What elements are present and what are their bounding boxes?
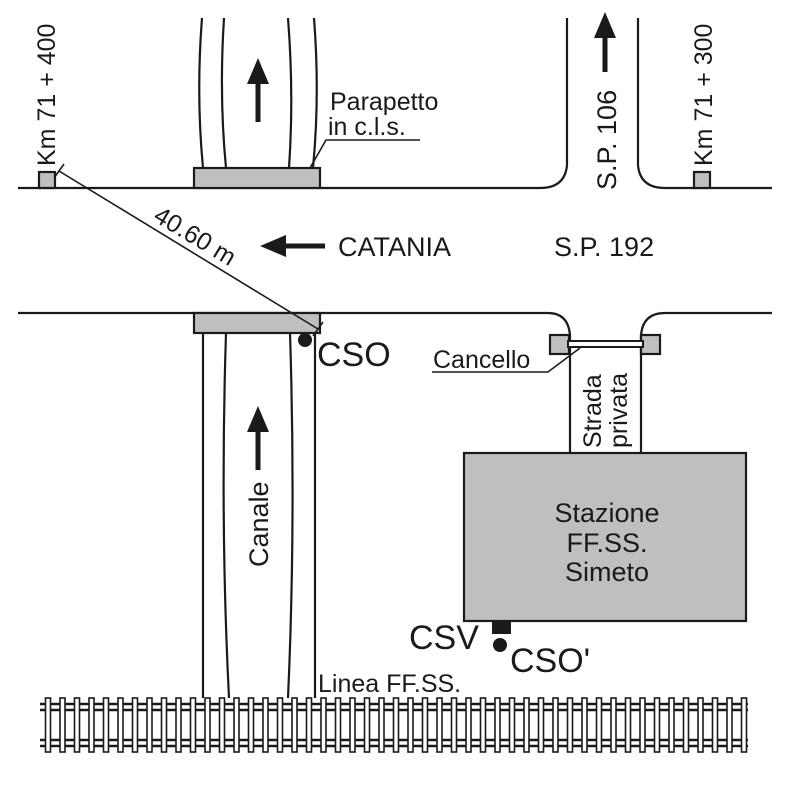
parapetto-lower — [192, 311, 322, 335]
railway-sleeper — [175, 697, 182, 753]
railway-sleeper — [566, 697, 574, 753]
railway-sleeper — [291, 697, 298, 753]
csv-marker — [492, 621, 511, 634]
railway-sleeper — [465, 697, 472, 753]
linea-label: Linea FF.SS. — [318, 670, 461, 698]
sp192-label: S.P. 192 — [554, 232, 654, 262]
railway-sleeper — [59, 697, 66, 753]
railway-sleeper — [436, 697, 443, 753]
railway-sleeper — [726, 697, 733, 753]
railway-sleeper — [117, 697, 124, 753]
cso-label: CSO — [317, 336, 391, 374]
stazione-label-line1: Stazione — [554, 498, 659, 528]
km-label-right: Km 71 + 300 — [690, 24, 718, 166]
railway-sleeper — [44, 697, 52, 753]
railway-sleeper — [218, 697, 226, 753]
railway-sleeper — [508, 697, 516, 753]
cancello-leader — [432, 347, 581, 373]
railway-sleeper — [305, 697, 313, 753]
distance-line — [53, 163, 324, 337]
railway-sleeper — [682, 697, 690, 753]
catania-label: CATANIA — [338, 232, 451, 262]
railway-sleeper — [88, 697, 95, 753]
arrow-up-icon — [247, 406, 269, 470]
railway-sleeper — [624, 697, 632, 753]
railway-sleeper — [334, 697, 342, 753]
railway-sleeper — [668, 697, 675, 753]
cancello-gate — [548, 333, 662, 356]
railway-sleeper — [392, 697, 400, 753]
railway-sleeper — [204, 697, 211, 753]
km-marker-left — [37, 170, 57, 190]
stazione-label-line2: FF.SS. — [566, 528, 647, 558]
railway-sleeper — [233, 697, 240, 753]
railway-sleeper — [697, 697, 704, 753]
railway-sleeper — [653, 697, 661, 753]
marker-dot-icon — [298, 333, 312, 347]
railway-sleeper — [639, 697, 646, 753]
distance-label: 40.60 m — [149, 201, 241, 272]
km-marker-right — [692, 170, 712, 190]
parapetto-upper — [192, 166, 322, 190]
railway-sleeper — [581, 697, 588, 753]
railway-sleeper — [262, 697, 269, 753]
canale-label: Canale — [244, 481, 274, 567]
railway-sleeper — [363, 697, 371, 753]
strada-label-line1: Strada — [579, 374, 607, 448]
railway-sleeper — [160, 697, 168, 753]
railway-sleeper — [320, 697, 327, 753]
railway-sleeper — [595, 697, 603, 753]
railway-sleeper — [146, 697, 153, 753]
railway-sleeper — [407, 697, 414, 753]
railway-sleeper — [73, 697, 81, 753]
railway-sleeper — [102, 697, 110, 753]
railway-sleeper — [349, 697, 356, 753]
km-label-left: Km 71 + 400 — [33, 24, 61, 166]
railway-sleeper — [610, 697, 617, 753]
railway-sleeper — [537, 697, 545, 753]
arrow-left-icon — [260, 235, 325, 257]
railway-sleeper — [479, 697, 487, 753]
csv-label: CSV — [409, 619, 479, 657]
stazione-label-line3: Simeto — [565, 557, 649, 587]
parapetto-label-line1: Parapetto — [330, 88, 438, 116]
lower-canal — [201, 332, 317, 699]
sp106-label: S.P. 106 — [592, 90, 622, 190]
railway-sleeper — [740, 697, 748, 753]
railway-sleeper — [523, 697, 530, 753]
railway-sleeper — [247, 697, 255, 753]
arrow-up-icon — [594, 12, 616, 72]
railway-sleeper — [711, 697, 719, 753]
railway-sleeper — [276, 697, 284, 753]
railway-sleeper — [378, 697, 385, 753]
marker-dot-icon — [493, 638, 507, 652]
railway-sleeper — [494, 697, 501, 753]
parapetto-leader — [309, 139, 420, 169]
railway-track-icon — [40, 697, 748, 753]
railway-sleeper — [421, 697, 429, 753]
arrow-up-icon — [247, 58, 269, 122]
cso-prime-label: CSO' — [510, 642, 590, 680]
railway-sleeper — [131, 697, 139, 753]
parapetto-label-line2: in c.l.s. — [328, 113, 406, 141]
upper-canal — [198, 17, 318, 169]
strada-label-line2: privata — [605, 373, 633, 448]
cancello-label: Cancello — [433, 346, 530, 374]
railway-sleeper — [189, 697, 197, 753]
railway-sleeper — [450, 697, 458, 753]
stazione-building — [462, 451, 748, 623]
railway-sleeper — [552, 697, 559, 753]
